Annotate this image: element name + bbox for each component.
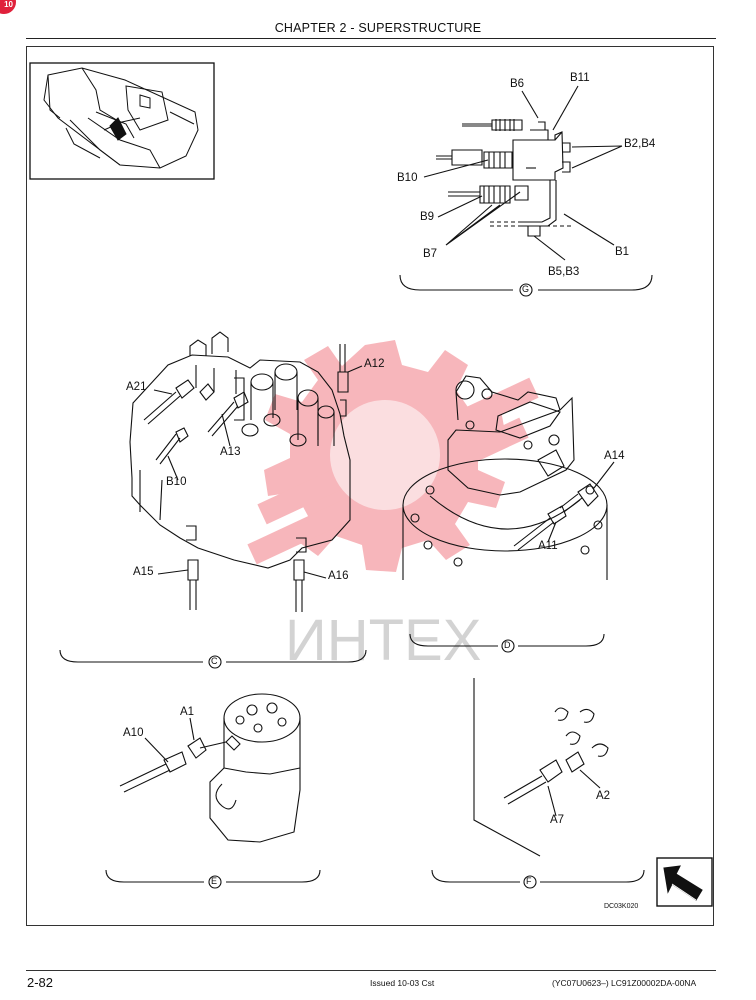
callout-a1: A1 [180, 706, 195, 718]
view-e-letter: E [211, 876, 218, 886]
callout-a10: A10 [123, 727, 144, 739]
callout-a16: A16 [328, 570, 349, 582]
callout-a14: A14 [604, 450, 625, 462]
callout-b5-b3: B5,B3 [548, 266, 580, 278]
view-d-letter: D [504, 640, 511, 650]
callout-a21: A21 [126, 381, 147, 393]
callout-b11: B11 [570, 72, 590, 84]
view-c-letter: C [211, 656, 218, 666]
figure-code: DC03K020 [604, 903, 639, 910]
callout-a7: A7 [550, 814, 565, 826]
watermark-text: ИНТЕХ [285, 608, 481, 673]
header-rule [26, 38, 716, 39]
view-c-control-valve [59, 331, 367, 669]
page-turn-arrow-icon [656, 857, 713, 907]
locator-inset-box [29, 62, 215, 180]
page-number: 2-82 [27, 975, 54, 990]
document-reference: (YC07U0623–) LC91Z00002DA-00NA [552, 978, 697, 988]
corner-page-badge: 10 [0, 0, 16, 14]
callout-b1: B1 [615, 246, 630, 258]
callout-b7: B7 [423, 248, 438, 260]
callout-b10-c: B10 [166, 476, 187, 488]
footer-rule [26, 970, 716, 971]
callout-a15: A15 [133, 566, 154, 578]
callout-b10-g: B10 [397, 172, 418, 184]
callout-a2: A2 [596, 790, 611, 802]
view-f-letter: F [526, 876, 532, 886]
figure-frame [26, 46, 714, 926]
issue-info: Issued 10-03 Cst [370, 978, 435, 988]
callout-b2-b4: B2,B4 [624, 138, 656, 150]
callout-a13: A13 [220, 446, 241, 458]
callout-a12: A12 [364, 358, 385, 370]
chapter-title: CHAPTER 2 - SUPERSTRUCTURE [274, 21, 482, 35]
view-g-valve-block [399, 85, 653, 297]
view-d-swing-motor [402, 375, 615, 653]
view-g-letter: G [522, 284, 530, 294]
callout-b6: B6 [510, 78, 525, 90]
callout-b9: B9 [420, 211, 435, 223]
view-e-swivel-joint [105, 693, 321, 889]
machine-locator-sketch [43, 67, 199, 169]
view-f-port-fittings [431, 678, 645, 889]
callout-a11: A11 [538, 540, 558, 552]
